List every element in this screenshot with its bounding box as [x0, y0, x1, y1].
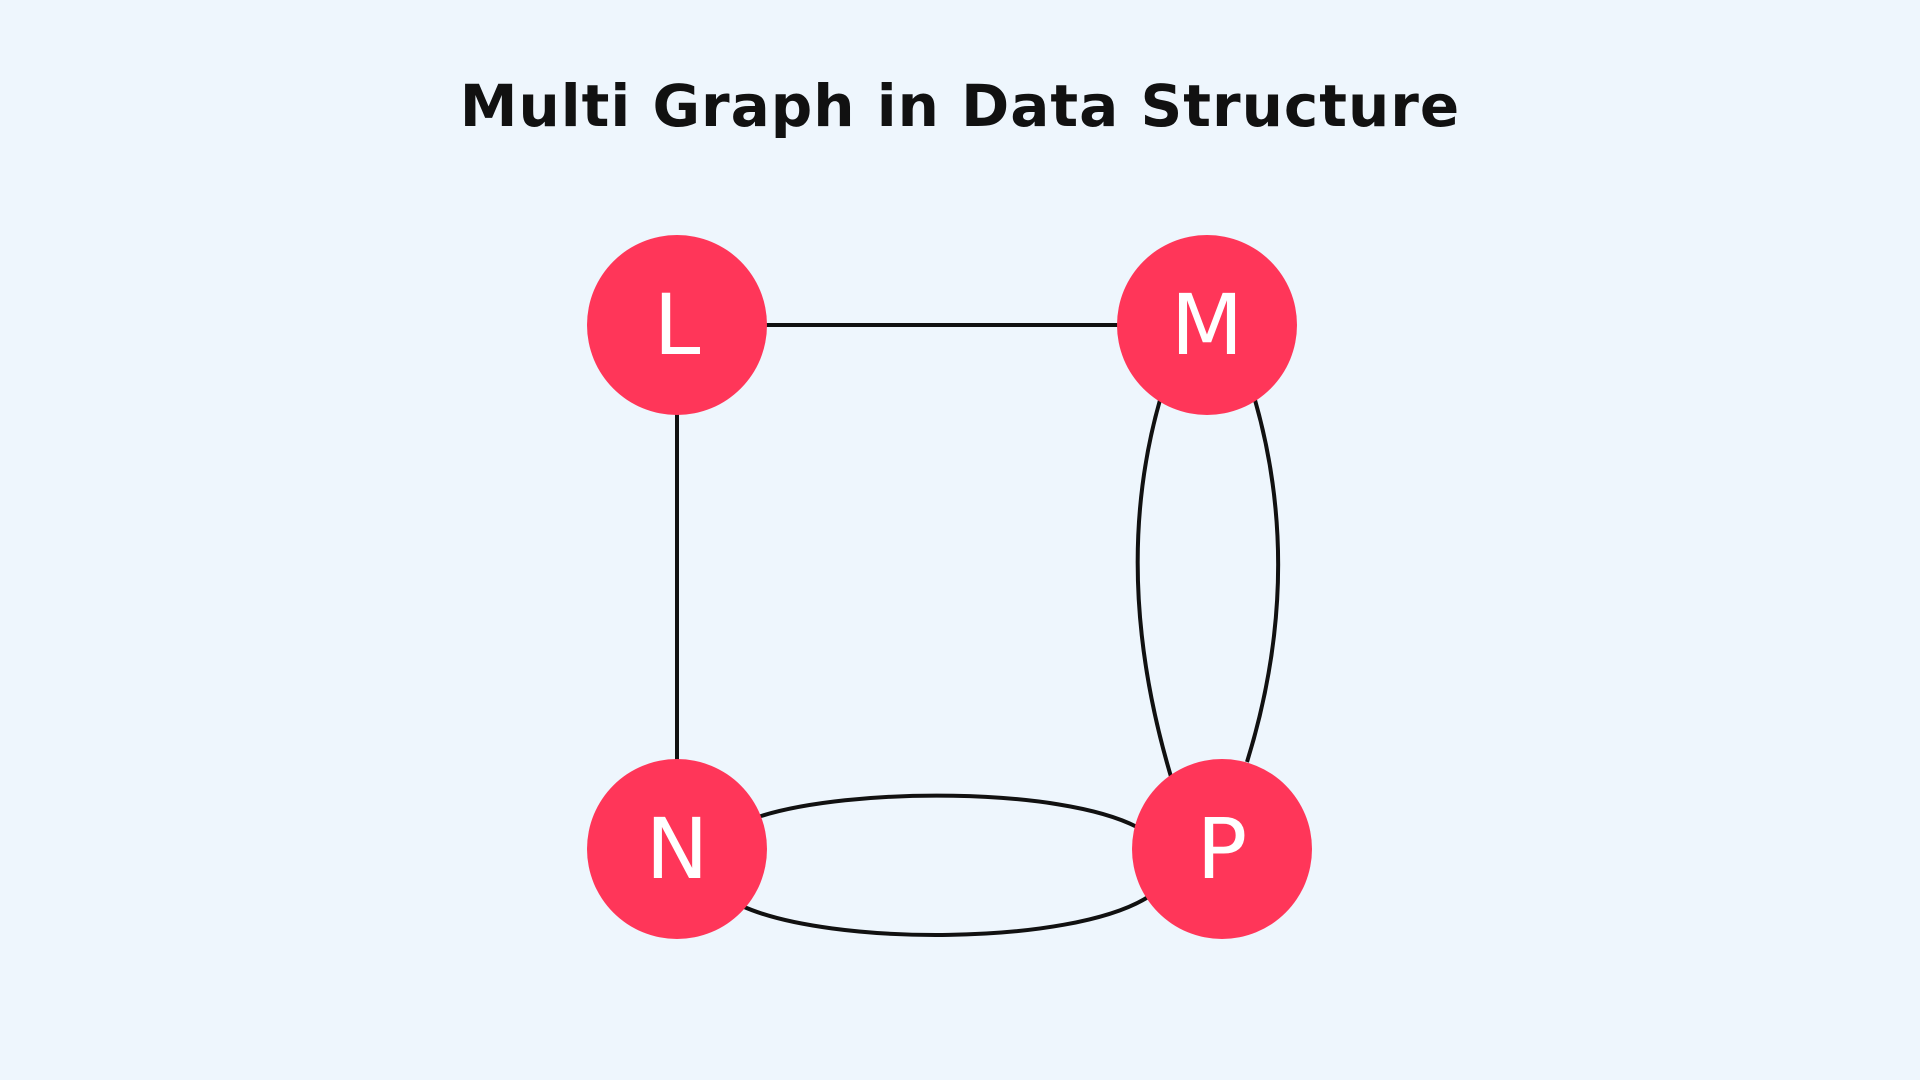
node-p: P [1132, 759, 1312, 939]
node-n: N [587, 759, 767, 939]
node-l-label: L [654, 276, 701, 374]
node-l: L [587, 235, 767, 415]
node-m-circle [1117, 235, 1297, 415]
node-m: M [1117, 235, 1297, 415]
edge-n-p-top [757, 793, 1138, 829]
node-p-circle [1132, 759, 1312, 939]
nodes-layer: L M N P [587, 235, 1312, 939]
edge-m-p-right [1245, 399, 1281, 763]
node-p-label: P [1197, 800, 1248, 898]
edge-m-p-left [1135, 399, 1174, 781]
node-n-circle [587, 759, 767, 939]
edge-n-p-bottom [741, 895, 1150, 937]
diagram-title: Multi Graph in Data Structure [459, 72, 1461, 140]
node-m-label: M [1171, 276, 1243, 374]
node-n-label: N [646, 800, 709, 898]
node-l-circle [587, 235, 767, 415]
